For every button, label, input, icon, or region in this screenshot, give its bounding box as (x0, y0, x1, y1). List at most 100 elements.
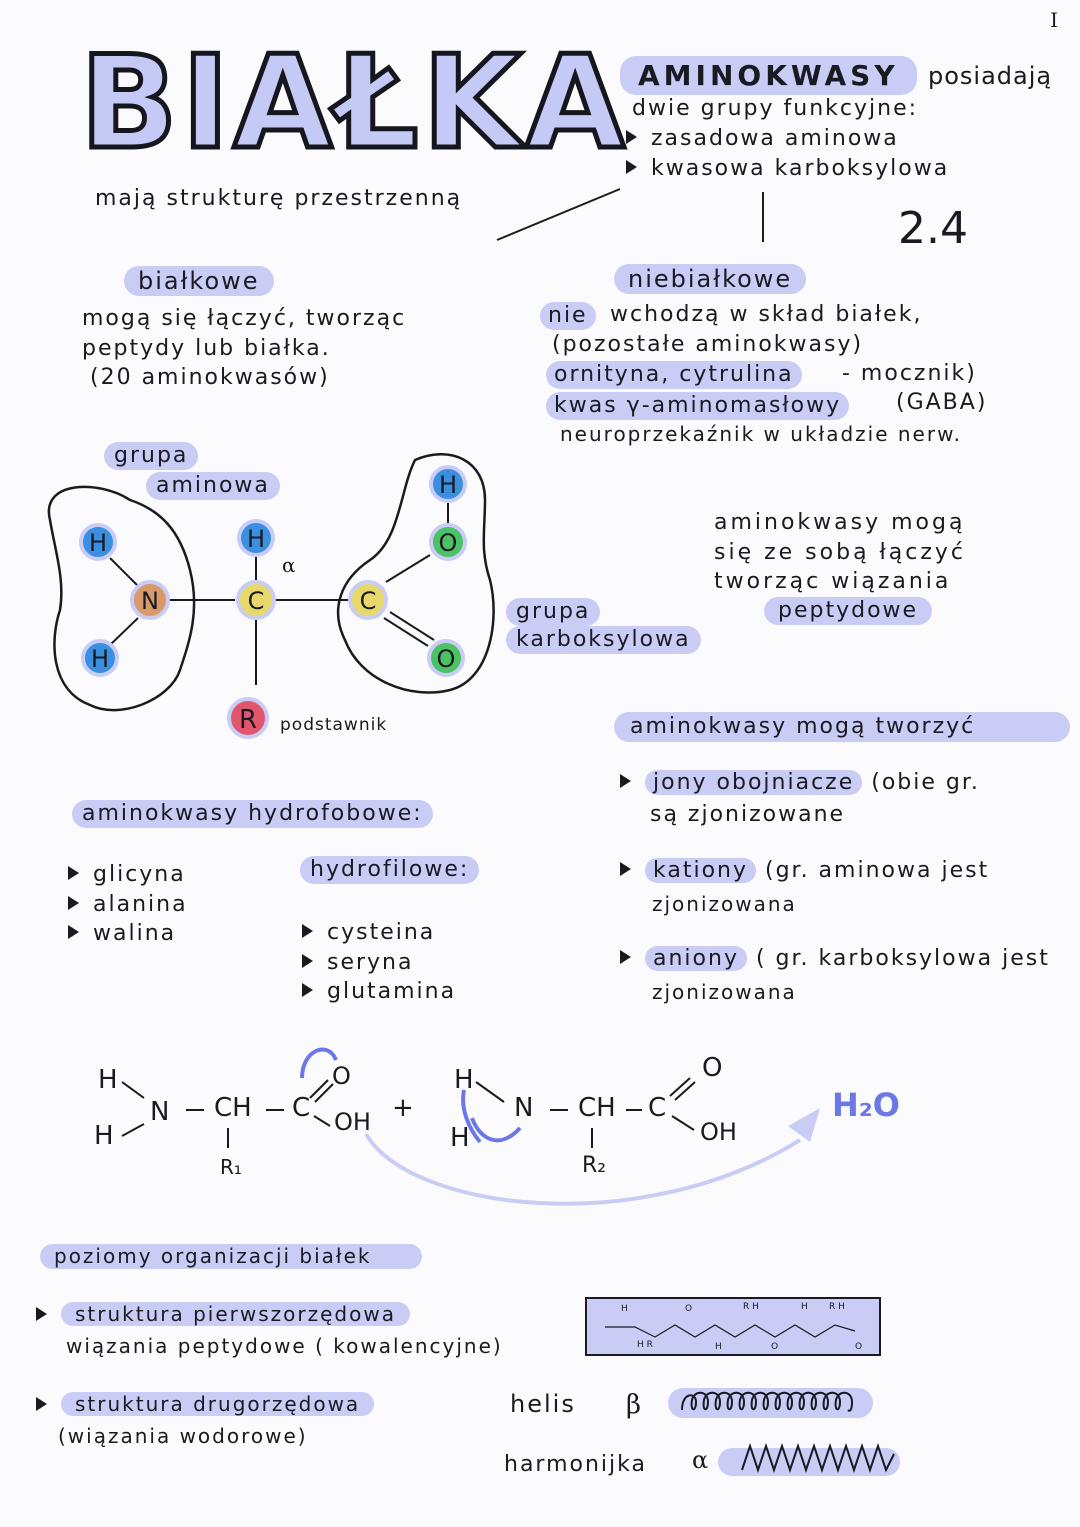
bialkowe-label: białkowe (124, 266, 274, 296)
helix-icon (668, 1388, 873, 1418)
reaction-right-h-top: H (454, 1065, 474, 1095)
reaction-right-r: R₂ (582, 1153, 606, 1178)
niebialkowe-line5: neuroprzekaźnik w układzie nerw. (560, 422, 962, 446)
reaction-left-r: R₁ (220, 1155, 242, 1179)
triangle-bullet-icon (68, 866, 79, 880)
peptide-bond-reaction: H H N CH C O OH R₁ + H H N CH C O OH R₂ … (94, 1047, 900, 1206)
reaction-right-oh: OH (700, 1118, 737, 1146)
triangle-bullet-icon (302, 924, 313, 938)
jony-obojniacze-label: jony obojniacze (645, 770, 863, 795)
text-line: peptydy lub białka. (82, 335, 331, 361)
tworzyc-item-2: kationy (gr. aminowa jest (620, 858, 989, 883)
hydrogen-atom-3: H (237, 519, 275, 557)
text-line: mogą się łączyć, tworząc (82, 306, 407, 331)
svg-text:H R: H R (637, 1340, 653, 1350)
page-title: BIAŁKA (78, 29, 629, 178)
text-line: aminokwasy mogą (714, 510, 966, 535)
reaction-right-c: C (648, 1093, 666, 1123)
list-item: seryna (302, 948, 456, 978)
triangle-bullet-icon (68, 895, 79, 910)
list-item: cysteina (302, 918, 456, 948)
reaction-left-ch: CH (214, 1093, 252, 1123)
text-line: (20 aminokwasów) (90, 365, 330, 391)
triangle-bullet-icon (620, 862, 631, 876)
alpha-carbon-atom: C (236, 580, 276, 620)
divider-vertical (762, 192, 764, 242)
niebialkowe-line4: (GABA) (896, 390, 988, 415)
svg-text:R: R (239, 705, 257, 735)
struktura2: struktura drugorzędowa (36, 1392, 375, 1416)
reaction-left-oh: OH (334, 1108, 371, 1136)
hydrogen-atom-2: H (81, 639, 119, 677)
triangle-bullet-icon (302, 953, 313, 968)
svg-text:C: C (360, 587, 377, 615)
triangle-bullet-icon (620, 950, 631, 964)
niebialkowe-line3: - mocznik) (842, 361, 977, 386)
svg-text:O: O (439, 529, 458, 557)
niebialkowe-gaba: kwas γ-aminomasłowy (546, 392, 850, 420)
poziomy-label: poziomy organizacji białek (40, 1244, 422, 1269)
grupa-aminowa-label-1: grupa (104, 442, 199, 470)
carboxyl-group-outline (336, 453, 495, 694)
reaction-plus: + (392, 1093, 414, 1123)
kationy-label: kationy (645, 858, 756, 883)
beta-label: β (626, 1390, 642, 1420)
bialkowe-text: mogą się łączyć, tworząc peptydy lub bia… (82, 304, 406, 393)
triangle-bullet-icon (302, 983, 313, 998)
hydrogen-atom-4: H (429, 465, 467, 503)
svg-text:H: H (715, 1342, 722, 1352)
peptydowe-label: peptydowe (764, 597, 933, 625)
grupa-aminowa-label-2: aminowa (146, 472, 280, 500)
tworzyc-item-1: jony obojniacze (obie gr. (620, 770, 980, 795)
helis-label: helis (510, 1390, 576, 1418)
svg-text:H: H (621, 1304, 628, 1314)
svg-text:R H: R H (829, 1302, 845, 1312)
struktura2-label: struktura drugorzędowa (61, 1392, 375, 1416)
svg-text:R H: R H (743, 1302, 759, 1312)
list-item: glicyna (68, 860, 188, 890)
svg-text:C: C (248, 587, 265, 615)
reaction-left-h-top: H (98, 1065, 118, 1095)
hydrofobowe-label: aminokwasy hydrofobowe: (72, 800, 433, 828)
niebialkowe-label: niebiałkowe (614, 264, 807, 294)
list-item: alanina (68, 890, 188, 920)
peptydowe-note: aminokwasy mogą się ze sobą łączyć tworz… (714, 508, 966, 597)
hydrofobowe-list: glicyna alanina walina (68, 860, 188, 949)
item-rest: (gr. aminowa jest (765, 858, 990, 883)
aniony-label: aniony (645, 946, 747, 971)
oxygen-atom-2: O (427, 639, 465, 677)
struktura1: struktura pierwszorzędowa (36, 1302, 410, 1326)
svg-text:H: H (439, 471, 457, 499)
reaction-right-n: N (514, 1093, 533, 1123)
list-item: glutamina (302, 977, 456, 1007)
svg-text:O: O (771, 1342, 778, 1352)
pleated-sheet-icon (718, 1442, 900, 1476)
triangle-bullet-icon (68, 925, 79, 940)
svg-text:O: O (855, 1342, 862, 1352)
carboxyl-carbon-atom: C (348, 580, 388, 620)
list-item: zasadowa aminowa (626, 124, 949, 154)
number-label: 2.4 (898, 203, 968, 254)
aminokwasy-items: zasadowa aminowa kwasowa karboksylowa (626, 124, 949, 183)
svg-text:O: O (437, 645, 456, 673)
nitrogen-atom: N (130, 580, 170, 620)
hydrofilowe-list: cysteina seryna glutamina (302, 918, 456, 1007)
divider-diagonal (496, 188, 621, 241)
amine-group-outline (47, 485, 196, 712)
aminokwasy-rest: posiadają (928, 62, 1053, 90)
r-group-atom: R (227, 697, 269, 739)
svg-text:H: H (89, 529, 107, 557)
hydrofilowe-label: hydrofilowe: (300, 856, 480, 884)
aminokwasy-line2: dwie grupy funkcyjne: (632, 96, 919, 121)
page-number: I (1050, 8, 1058, 32)
triangle-bullet-icon (626, 130, 637, 144)
svg-text:H: H (91, 645, 109, 673)
item-rest: (obie gr. (871, 770, 980, 795)
podstawnik-label: podstawnik (280, 715, 387, 735)
reaction-left-c: C (292, 1093, 310, 1123)
reaction-right-o: O (702, 1053, 722, 1083)
list-item: walina (68, 919, 188, 949)
alpha-label: α (282, 553, 296, 577)
tworzyc-item-1-line2: są zjonizowane (650, 802, 846, 827)
